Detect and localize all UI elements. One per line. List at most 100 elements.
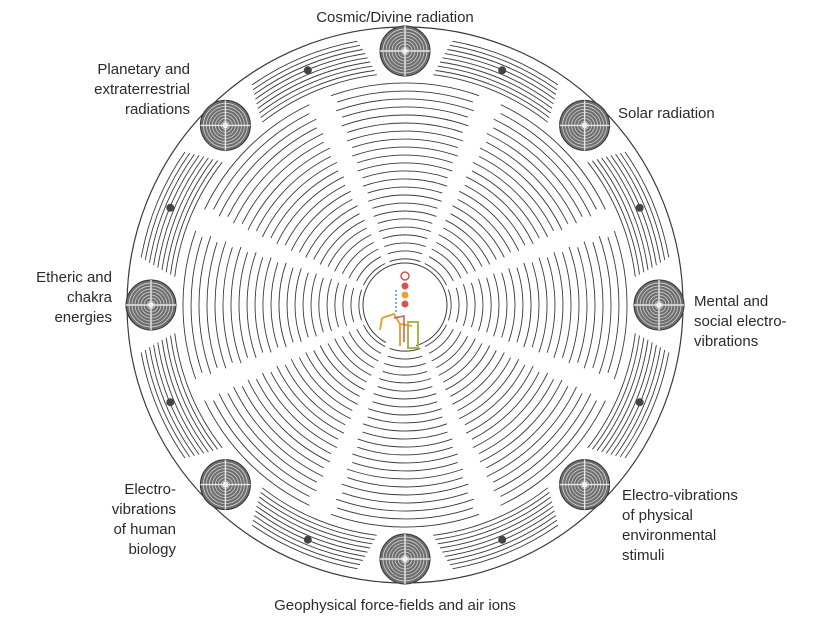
field-ring-segment [607,236,620,374]
field-ring-segment [310,273,317,337]
field-ring-segment [352,138,458,149]
radiation-arc [437,65,551,114]
field-ring-segment [284,364,346,426]
field-ring-segment [592,242,604,368]
radiation-arc [257,501,371,549]
field-ring-segment [372,202,438,209]
field-ring-segment [305,352,358,405]
radiation-arc [253,515,363,561]
field-ring-segment [336,507,474,520]
field-ring-segment [372,401,438,408]
label-solar-radiation: Solar radiation [618,104,778,124]
field-ring-segment [598,236,612,374]
radiation-arc [174,161,223,277]
radiation-arc [435,70,550,118]
label-line: chakra [66,289,112,306]
field-ring-segment [455,287,460,323]
field-ring-segment [447,289,452,321]
radiation-arc [437,496,551,545]
radiation-arc [435,492,550,540]
field-ring-segment [362,170,448,179]
field-ring-segment [362,178,448,187]
radiation-arc [251,524,358,570]
radiation-arc [257,61,371,109]
field-ring-segment [445,219,491,265]
field-ring-segment [348,248,379,279]
radiation-arc [587,333,636,449]
field-ring-segment [290,190,351,251]
field-ring-segment [305,205,358,258]
field-ring-segment [538,257,548,353]
field-ring-segment [270,371,339,440]
field-ring-segment [198,236,212,374]
field-junction-mark [498,66,507,75]
field-ring-segment [363,263,386,286]
field-ring-segment [382,370,428,376]
field-ring-segment [443,343,483,383]
radiation-arc [260,492,375,540]
field-ring-segment [347,122,463,133]
field-ring-segment [318,277,324,333]
field-ring-segment [334,282,340,328]
field-ring-segment [255,155,332,232]
radiation-source-nodes [125,25,685,585]
field-ring-segment [561,252,572,358]
field-ring-segment [358,289,363,321]
field-ring-segment [302,272,309,338]
label-line: radiations [124,101,190,118]
radiation-arc [439,61,553,109]
field-ring-segment [218,118,317,217]
field-ring-segment [493,118,592,217]
field-ring-segment [357,438,453,448]
label-planetary-radiations: Planetary and extraterrestrial radiation… [40,60,190,120]
field-ring-segment [352,146,458,157]
field-ring-segment [182,230,197,380]
radiation-arc [596,159,645,273]
field-ring-segment [278,262,287,348]
field-ring-segment [347,477,463,488]
label-line: environmental [622,527,717,544]
field-ring-segment [485,141,569,225]
radiation-arc [619,152,666,261]
field-ring-segment [471,170,540,239]
label-cosmic-divine-radiation: Cosmic/Divine radiation [265,8,525,28]
radiation-arc [619,349,666,458]
radiation-arc [624,151,670,258]
field-ring-segment [284,184,346,246]
field-ring-segment [222,247,233,363]
label-line: Etheric and [36,269,112,286]
field-ring-segment [367,186,443,194]
field-ring-segment [500,113,597,210]
field-ring-segment [204,104,310,210]
radiation-arc [615,347,661,457]
field-ring-segment [438,338,476,376]
field-ring-segment [493,273,500,337]
label-human-biology-vibrations: Electro- vibrations of human biology [60,480,176,560]
field-ring-segment [452,352,505,405]
field-ring-segment [363,324,386,347]
label-line: vibrations [694,333,759,350]
radiation-node [379,533,431,585]
field-ring-segment [373,393,437,400]
field-ring-segment [342,284,348,326]
field-ring-segment [424,324,447,347]
label-line: of human [113,521,176,538]
field-ring-segment [261,372,338,449]
label-etheric-chakra-energies: Etheric and chakra energies [0,268,112,328]
field-ring-segment [546,257,556,353]
field-junction-mark [635,398,644,407]
field-ring-segment [241,141,325,225]
field-ring-segment [336,98,474,112]
field-ring-segment [348,331,379,362]
chakra-third-eye [401,282,409,290]
radiation-arc [165,159,214,273]
radiation-arc [596,337,645,451]
radiation-arc [433,74,549,123]
field-ring-segment [501,272,508,338]
field-ring-segment [270,170,339,239]
label-line: social electro- [694,313,787,330]
field-ring-segment [384,242,426,248]
radiation-arc [256,57,368,105]
field-ring-segment [336,498,474,512]
label-geophysical-force-fields: Geophysical force-fields and air ions [190,596,600,616]
